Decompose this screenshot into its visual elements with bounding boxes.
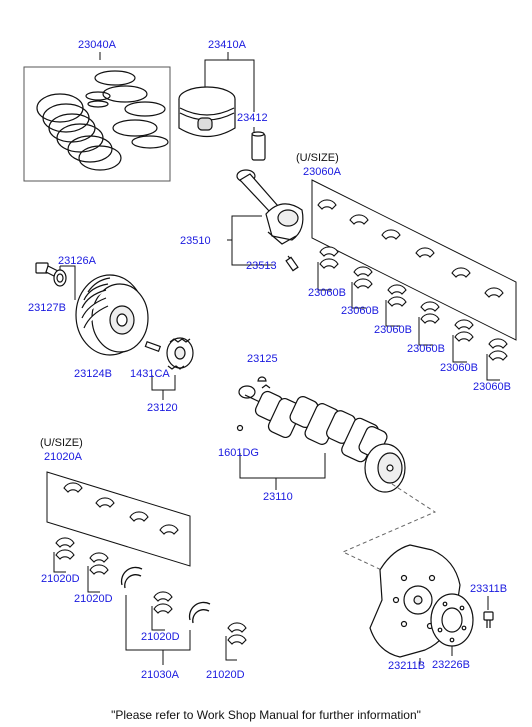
crank-sprocket [144,337,194,370]
part-label-21020D[interactable]: 21020D [74,593,113,605]
woodruff-key [257,376,267,382]
piston-pin [251,131,266,161]
part-label-23510[interactable]: 23510 [180,235,211,247]
part-label-23110[interactable]: 23110 [263,491,293,503]
rod-bearing-upper-set [63,482,179,535]
crankshaft [238,384,406,493]
part-label-23060B[interactable]: 23060B [473,381,511,393]
part-label-21020D[interactable]: 21020D [41,573,80,585]
piston [178,86,236,138]
part-label-23060B[interactable]: 23060B [374,324,412,336]
part-label-23060B[interactable]: 23060B [341,305,379,317]
washer [53,269,67,287]
part-label-23124B[interactable]: 23124B [74,368,112,380]
part-label-23040A[interactable]: 23040A [78,39,116,51]
main-bearing-pairs [319,246,508,361]
part-label-23060B[interactable]: 23060B [407,343,445,355]
part-label-1431CA[interactable]: 1431CA [130,368,170,380]
part-label-23060B[interactable]: 23060B [308,287,346,299]
usize-label-bottom: (U/SIZE) [40,437,83,449]
connecting-rod [236,169,304,245]
part-label-23060B[interactable]: 23060B [440,362,478,374]
part-label-23125[interactable]: 23125 [247,353,278,365]
part-label-23412[interactable]: 23412 [237,112,268,124]
part-label-1601DG[interactable]: 1601DG [218,447,259,459]
part-label-23513[interactable]: 23513 [246,260,277,272]
footer-note: "Please refer to Work Shop Manual for fu… [111,708,421,722]
part-label-21020D[interactable]: 21020D [206,669,245,681]
part-label-23311B[interactable]: 23311B [470,583,508,595]
rod-bearing-pairs [55,537,247,645]
main-bearing-upper-set [317,199,504,298]
part-label-23226B[interactable]: 23226B [432,659,470,671]
adapter-plate [430,593,474,647]
usize-label-top: (U/SIZE) [296,152,339,164]
part-label-23211B[interactable]: 23211B [388,660,426,672]
part-label-23120[interactable]: 23120 [147,402,178,414]
part-label-23127B[interactable]: 23127B [28,302,66,314]
damper-pulley [75,274,149,356]
flex-plate-bolt [483,611,494,628]
piston-ring-set [36,70,169,171]
pin-1601DG [236,424,244,432]
thrust-washers [120,566,211,624]
part-label-21020D[interactable]: 21020D [141,631,180,643]
part-label-23060A[interactable]: 23060A [303,166,341,178]
part-label-21030A[interactable]: 21030A [141,669,179,681]
part-label-23126A[interactable]: 23126A [58,255,96,267]
part-label-21020A[interactable]: 21020A [44,451,82,463]
rod-bolt [285,255,299,272]
part-label-23410A[interactable]: 23410A [208,39,246,51]
